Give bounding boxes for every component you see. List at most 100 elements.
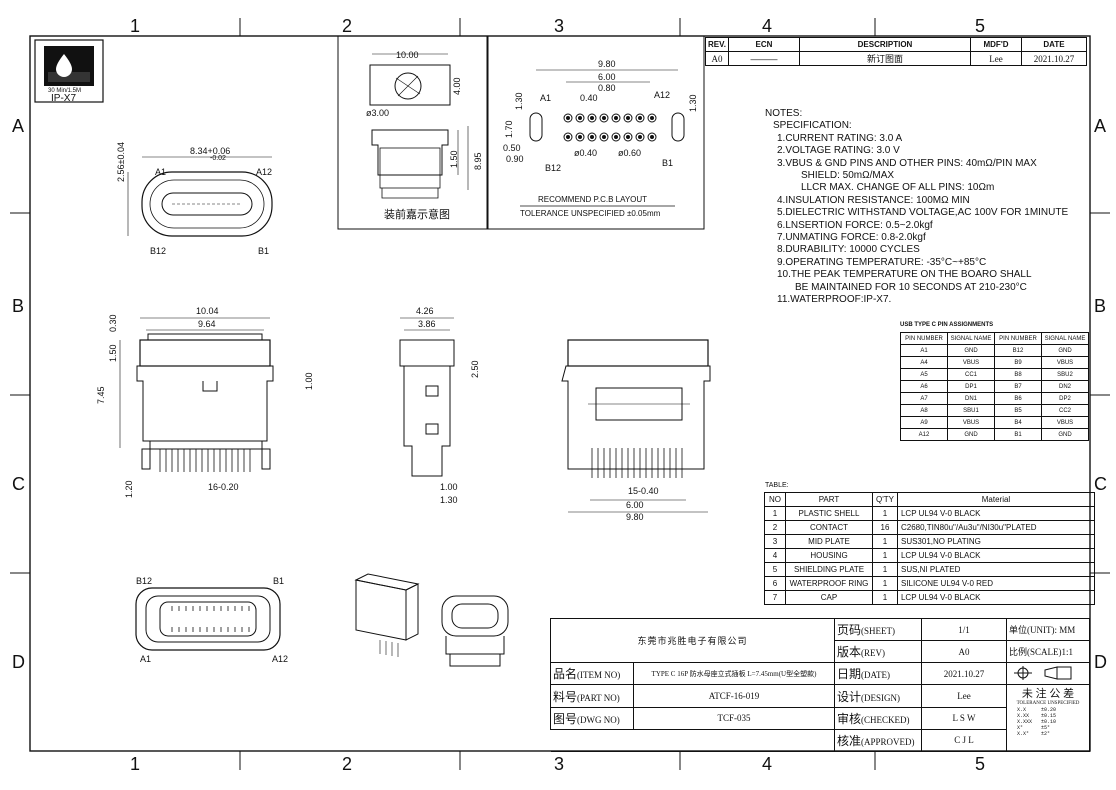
note-line: 10.THE PEAK TEMPERATURE ON THE BOARO SHA… xyxy=(777,269,1032,281)
dim-text: 10.04 xyxy=(196,306,219,316)
dim-text: 6.00 xyxy=(626,500,644,510)
material-cell: CONTACT xyxy=(785,520,873,535)
row-label: B xyxy=(12,296,24,316)
dim-text: 2.56±0.04 xyxy=(116,142,126,182)
pin-cell: B4 xyxy=(994,416,1042,429)
dim-text: 9.80 xyxy=(626,512,644,522)
material-cell: 4 xyxy=(764,548,786,563)
dim-text: 9.80 xyxy=(598,59,616,69)
projection-icon xyxy=(1014,665,1072,680)
material-header: Material xyxy=(896,492,1095,507)
rev-value: A0 xyxy=(921,640,1007,664)
note-line: 3.VBUS & GND PINS AND OTHER PINS: 40mΩ/P… xyxy=(777,157,1037,169)
pin-label: B12 xyxy=(136,576,152,586)
material-cell: SILICONE UL94 V-0 RED xyxy=(896,576,1095,591)
dim-text: 0.80 xyxy=(598,83,616,93)
pin-cell: GND xyxy=(1041,344,1089,357)
shell-leg xyxy=(141,448,151,470)
pcb-pad xyxy=(599,113,609,123)
material-cell: SUS,NI PLATED xyxy=(896,562,1095,577)
pin-cell: A4 xyxy=(900,356,948,369)
pcb-pad xyxy=(566,116,570,120)
note-line: 7.UNMATING FORCE: 0.8-2.0kgf xyxy=(777,232,926,244)
scale-label: 比例(SCALE)1:1 xyxy=(1006,640,1090,664)
pin-header: PIN NUMBER xyxy=(900,332,948,345)
pin-cell: A7 xyxy=(900,392,948,405)
pin-cell: DN1 xyxy=(947,392,995,405)
pin-label: A1 xyxy=(540,93,551,103)
isometric-views xyxy=(354,573,509,667)
approved-value: C J L xyxy=(921,728,1007,753)
col-label: 4 xyxy=(762,16,772,36)
rev-cell: 2021.10.27 xyxy=(1021,51,1087,66)
pcb-pad xyxy=(566,135,570,139)
dim-text: 8.34+0.06 xyxy=(190,146,230,156)
pin-cell: A8 xyxy=(900,404,948,417)
dim-text: 1.70 xyxy=(504,120,514,138)
pcb-pad xyxy=(623,132,633,142)
pin-cell: SBU2 xyxy=(1041,368,1089,381)
logo-rating: 30 Min/1.5M xyxy=(48,88,81,94)
material-cell: LCP UL94 V-0 BLACK xyxy=(896,590,1095,605)
tolerance-title: 未 注 公 差 xyxy=(1021,688,1075,701)
pcb-pad xyxy=(575,113,585,123)
design-value: Lee xyxy=(921,684,1007,708)
dim-text: 4.26 xyxy=(416,306,434,316)
material-cell: 5 xyxy=(764,562,786,577)
pcb-pad xyxy=(578,116,582,120)
note-line: 11.WATERPROOF:IP-X7. xyxy=(777,294,892,306)
pin-cell: GND xyxy=(947,344,995,357)
back-view-dims: 15-0.40 6.00 9.80 xyxy=(626,486,659,522)
pin-cell: DP1 xyxy=(947,380,995,393)
dim-text: 7.45 xyxy=(96,386,106,404)
material-cell: SHIELDING PLATE xyxy=(785,562,873,577)
pcb-pad xyxy=(626,116,630,120)
pcb-pad xyxy=(647,113,657,123)
dim-text: 1.20 xyxy=(124,480,134,498)
material-cell: MID PLATE xyxy=(785,534,873,549)
pin-label: A12 xyxy=(256,167,272,177)
zone-labels: 1 2 3 4 5 1 2 3 4 5 A B C D A B C D xyxy=(12,16,1107,774)
tolerance-line: X° ±5° xyxy=(1017,725,1051,732)
note-line: 1.CURRENT RATING: 3.0 A xyxy=(777,132,903,144)
rev-header: REV. xyxy=(705,37,729,52)
note-line: SHIELD: 50mΩ/MAX xyxy=(801,170,895,182)
pcb-pad xyxy=(602,116,606,120)
pin-cell: DN2 xyxy=(1041,380,1089,393)
dim-text: ø3.00 xyxy=(366,108,389,118)
pin-cell: B5 xyxy=(994,404,1042,417)
rev-label: 版本(REV) xyxy=(834,640,922,664)
material-header: Q'TY xyxy=(872,492,898,507)
checked-label: 审核(CHECKED) xyxy=(834,706,922,730)
note-line: SPECIFICATION: xyxy=(773,120,852,132)
unit-label: 单位(UNIT): MM xyxy=(1006,617,1090,642)
item-label: 品名(ITEM NO) xyxy=(550,662,634,686)
dim-text: 1.50 xyxy=(108,344,118,362)
material-cell: 3 xyxy=(764,534,786,549)
pin-cell: A12 xyxy=(900,428,948,441)
material-cell: 1 xyxy=(872,506,898,521)
col-label: 3 xyxy=(554,754,564,774)
pcb-pad xyxy=(647,132,657,142)
tolerance-subtitle: TOLERANCE UNSPECIFIED xyxy=(1016,701,1080,707)
dim-text: 1.00 xyxy=(304,372,314,390)
pcb-pad xyxy=(650,116,654,120)
material-cell: PLASTIC SHELL xyxy=(785,506,873,521)
dim-text: 0.40 xyxy=(580,93,598,103)
pin-cell: B7 xyxy=(994,380,1042,393)
material-cell: 16 xyxy=(872,520,898,535)
pin-cell: B6 xyxy=(994,392,1042,405)
material-cell: LCP UL94 V-0 BLACK xyxy=(896,548,1095,563)
rev-cell: A0 xyxy=(705,51,729,66)
pin-cell: CC2 xyxy=(1041,404,1089,417)
tolerance-line: X.XX ±0.15 xyxy=(1017,713,1057,720)
pcb-pad xyxy=(614,135,618,139)
pcb-pad xyxy=(563,113,573,123)
